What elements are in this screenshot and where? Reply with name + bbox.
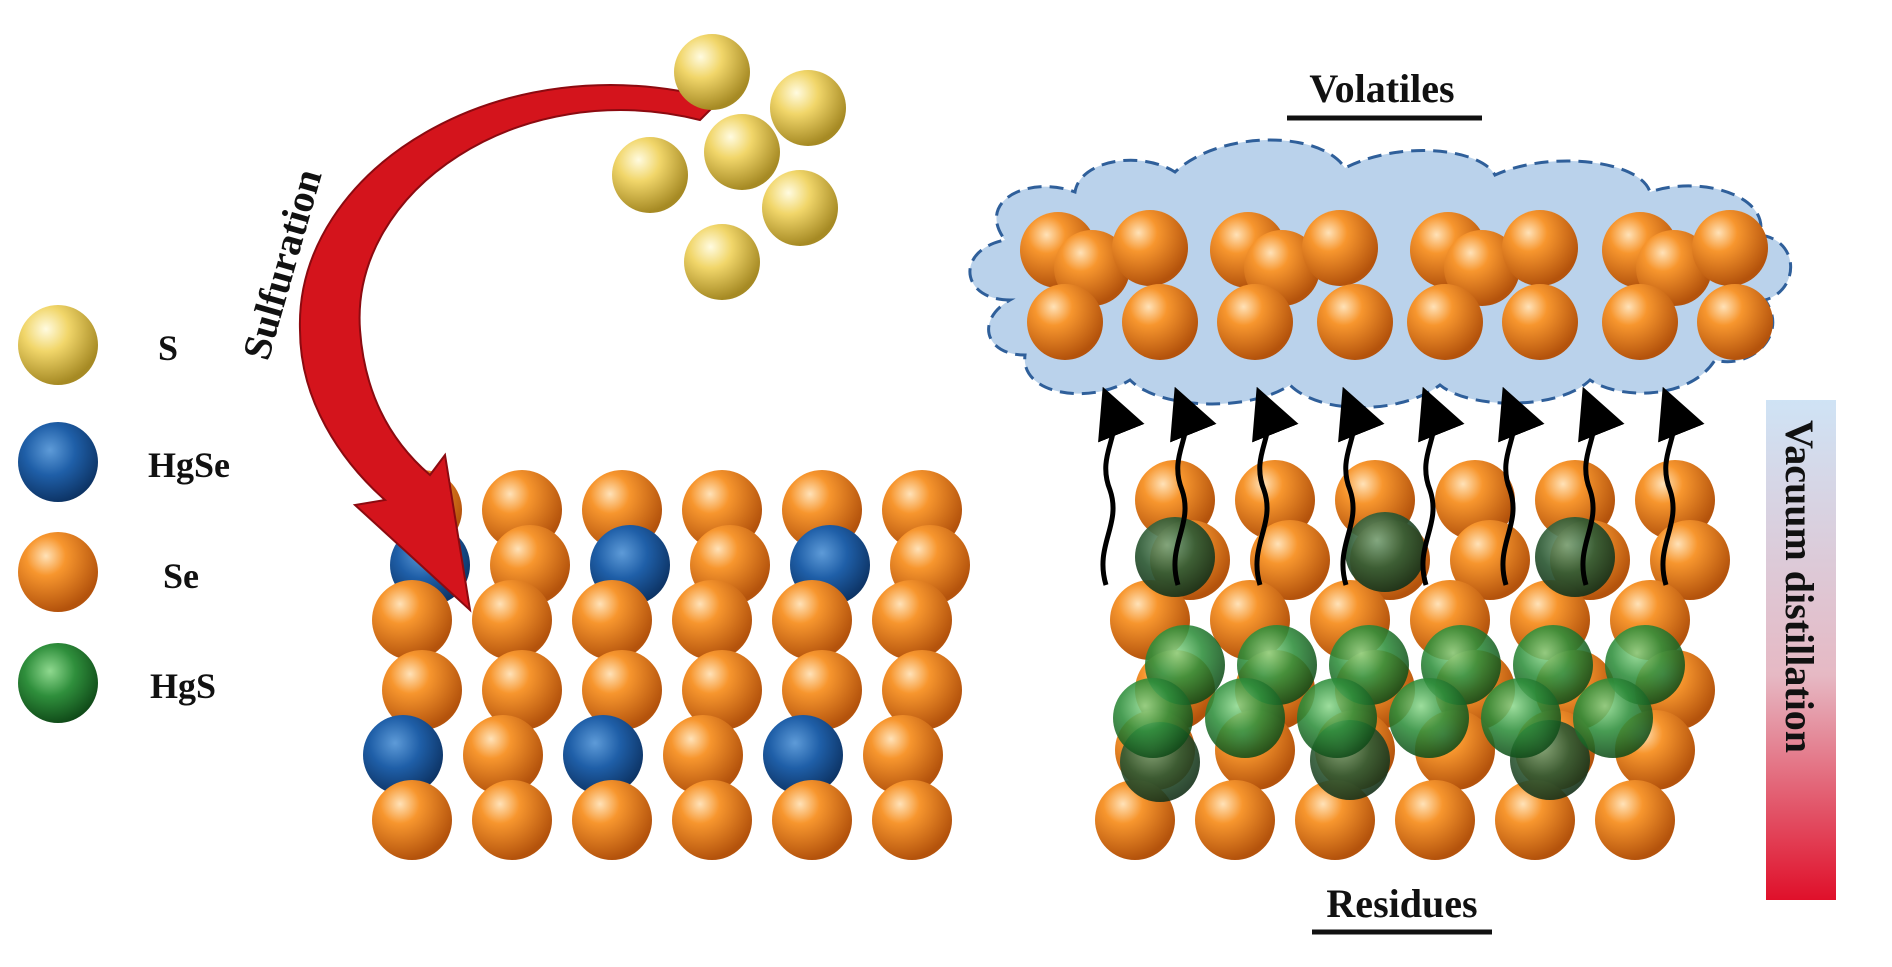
residues-label: Residues bbox=[1326, 881, 1477, 926]
hgs-sphere bbox=[1389, 678, 1469, 758]
volatile-se-sphere bbox=[1112, 210, 1188, 286]
volatile-se-sphere bbox=[1502, 284, 1578, 360]
legend-se-label: Se bbox=[163, 556, 199, 596]
s-sphere bbox=[762, 170, 838, 246]
volatilization-arrow bbox=[1252, 386, 1299, 586]
se-sphere bbox=[582, 650, 662, 730]
hgs-sphere bbox=[1297, 678, 1377, 758]
vacuum-gradient-bar bbox=[1766, 400, 1836, 900]
hgse-sphere bbox=[363, 715, 443, 795]
se-sphere bbox=[1535, 460, 1615, 540]
legend-se-swatch bbox=[18, 532, 98, 612]
se-sphere bbox=[1650, 520, 1730, 600]
volatilization-arrow bbox=[1170, 386, 1217, 586]
volatilization-arrow bbox=[1578, 386, 1625, 586]
s-sphere bbox=[704, 114, 780, 190]
legend-hgs-label: HgS bbox=[150, 666, 216, 706]
s-sphere bbox=[770, 70, 846, 146]
se-sphere bbox=[672, 580, 752, 660]
se-sphere bbox=[372, 780, 452, 860]
hgs-sphere bbox=[1573, 678, 1653, 758]
hgs-sphere bbox=[1113, 678, 1193, 758]
s-sphere bbox=[612, 137, 688, 213]
volatile-se-sphere bbox=[1502, 210, 1578, 286]
se-sphere bbox=[1450, 520, 1530, 600]
volatile-se-sphere bbox=[1602, 284, 1678, 360]
se-sphere bbox=[1395, 780, 1475, 860]
hgse-sphere bbox=[563, 715, 643, 795]
se-sphere bbox=[472, 580, 552, 660]
se-sphere bbox=[1435, 460, 1515, 540]
hgs-sphere bbox=[1205, 678, 1285, 758]
se-sphere bbox=[672, 780, 752, 860]
legend-hgse-swatch bbox=[18, 422, 98, 502]
se-sphere bbox=[1595, 780, 1675, 860]
volatile-se-sphere bbox=[1407, 284, 1483, 360]
legend-s-swatch bbox=[18, 305, 98, 385]
se-sphere bbox=[472, 780, 552, 860]
volatile-se-sphere bbox=[1692, 210, 1768, 286]
se-sphere bbox=[572, 780, 652, 860]
se-sphere bbox=[882, 650, 962, 730]
volatile-se-sphere bbox=[1302, 210, 1378, 286]
hgse-sphere bbox=[763, 715, 843, 795]
volatile-se-sphere bbox=[1217, 284, 1293, 360]
volatile-se-sphere bbox=[1122, 284, 1198, 360]
se-sphere bbox=[872, 580, 952, 660]
se-sphere bbox=[682, 650, 762, 730]
se-sphere bbox=[772, 580, 852, 660]
se-sphere bbox=[382, 650, 462, 730]
volatilization-arrow bbox=[1098, 386, 1145, 586]
sulfuration-arrow bbox=[298, 84, 722, 613]
se-sphere bbox=[572, 580, 652, 660]
left-lattice bbox=[363, 470, 970, 860]
legend-s-label: S bbox=[158, 328, 178, 368]
right-lattice bbox=[1095, 460, 1730, 860]
se-sphere bbox=[463, 715, 543, 795]
se-sphere bbox=[872, 780, 952, 860]
se-sphere bbox=[782, 650, 862, 730]
se-sphere bbox=[1295, 780, 1375, 860]
s-sphere bbox=[674, 34, 750, 110]
se-sphere bbox=[663, 715, 743, 795]
volatile-se-sphere bbox=[1027, 284, 1103, 360]
se-sphere bbox=[372, 580, 452, 660]
hgs-sphere bbox=[1345, 512, 1425, 592]
se-sphere bbox=[863, 715, 943, 795]
legend: S HgSe Se HgS bbox=[18, 305, 230, 723]
volatile-se-spheres bbox=[1020, 210, 1773, 360]
s-sphere bbox=[684, 224, 760, 300]
se-sphere bbox=[1135, 460, 1215, 540]
volatilization-arrow bbox=[1658, 386, 1705, 586]
se-sphere bbox=[1195, 780, 1275, 860]
se-sphere bbox=[1250, 520, 1330, 600]
volatiles-label: Volatiles bbox=[1309, 66, 1454, 111]
volatilization-arrows bbox=[1098, 386, 1705, 586]
sulfur-cluster bbox=[612, 34, 846, 300]
volatilization-arrow bbox=[1418, 386, 1465, 586]
legend-hgse-label: HgSe bbox=[148, 445, 230, 485]
se-sphere bbox=[1235, 460, 1315, 540]
se-sphere bbox=[1635, 460, 1715, 540]
hgs-sphere bbox=[1481, 678, 1561, 758]
se-sphere bbox=[772, 780, 852, 860]
vacuum-label: Vacuum distillation bbox=[1777, 420, 1822, 753]
hgs-sphere bbox=[1535, 517, 1615, 597]
volatilization-arrow bbox=[1338, 386, 1385, 586]
volatile-se-sphere bbox=[1697, 284, 1773, 360]
se-sphere bbox=[482, 650, 562, 730]
legend-hgs-swatch bbox=[18, 643, 98, 723]
se-sphere bbox=[1495, 780, 1575, 860]
volatilization-arrow bbox=[1498, 386, 1545, 586]
volatile-se-sphere bbox=[1444, 230, 1520, 306]
volatile-se-sphere bbox=[1317, 284, 1393, 360]
